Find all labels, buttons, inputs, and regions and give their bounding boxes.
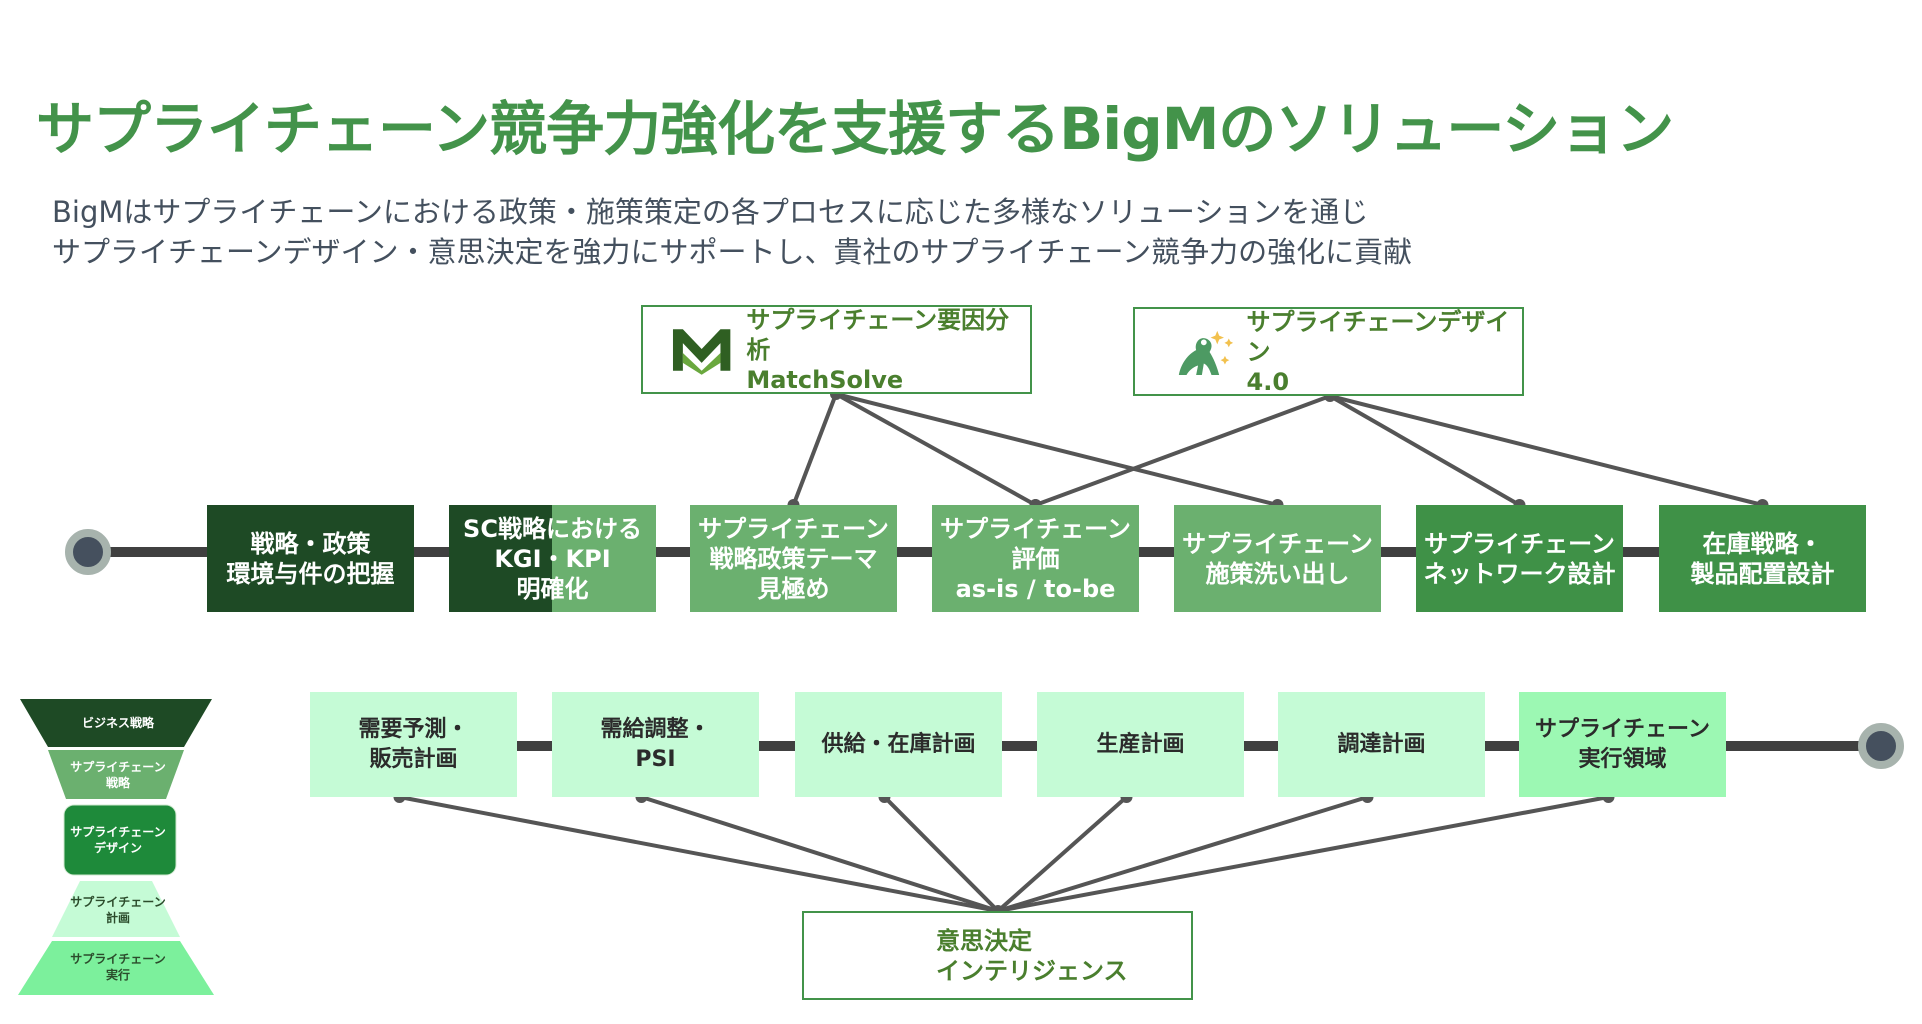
pyramid-label-business-strategy: ビジネス戦略 xyxy=(81,716,154,730)
lower-step-1[interactable]: 需要予測・ 販売計画 xyxy=(310,692,517,797)
decision-intelligence-box[interactable]: 意思決定 インテリジェンス xyxy=(802,911,1193,1000)
pyramid-label-sc-execution: サプライチェーン 実行 xyxy=(70,952,166,982)
decision-line-2: インテリジェンス xyxy=(936,956,1128,985)
lower-step-5[interactable]: 調達計画 xyxy=(1278,692,1485,797)
lower-step-label: 調達計画 xyxy=(1337,731,1426,757)
pyramid-layer-sc-strategy xyxy=(48,750,184,799)
lower-step-6[interactable]: サプライチェーン 実行領域 xyxy=(1519,692,1726,797)
step-split-highlight xyxy=(552,505,656,612)
pyramid-label-sc-planning: サプライチェーン 計画 xyxy=(70,895,166,925)
design40-link-line xyxy=(1329,394,1521,507)
upper-step-label: SC戦略における KGI・KPI 明確化 xyxy=(463,514,642,603)
timeline-end-node xyxy=(1858,723,1904,769)
decision-link-line xyxy=(640,795,999,913)
design40-box[interactable]: サプライチェーンデザイン 4.0 xyxy=(1133,307,1524,396)
decision-link-line xyxy=(883,795,1000,913)
pyramid-layer-sc-execution xyxy=(18,941,214,995)
upper-step-label: サプライチェーン 評価 as-is / to-be xyxy=(940,514,1131,603)
lower-step-label: 需給調整・ PSI xyxy=(600,716,711,772)
lower-step-label: サプライチェーン 実行領域 xyxy=(1535,716,1710,772)
upper-step-label: サプライチェーン 戦略政策テーマ 見極め xyxy=(698,514,889,603)
decision-line-1: 意思決定 xyxy=(936,926,1032,955)
matchsolve-link-line xyxy=(835,392,1278,507)
upper-step-4[interactable]: サプライチェーン 評価 as-is / to-be xyxy=(932,505,1139,612)
decision-link-line xyxy=(399,795,999,913)
matchsolve-name: MatchSolve xyxy=(746,365,904,394)
lower-step-4[interactable]: 生産計画 xyxy=(1037,692,1244,797)
upper-step-3[interactable]: サプライチェーン 戦略政策テーマ 見極め xyxy=(690,505,897,612)
pyramid-layer-sc-planning xyxy=(52,881,180,937)
matchsolve-box[interactable]: サプライチェーン要因分析 MatchSolve xyxy=(641,305,1032,394)
pyramid-label-sc-strategy: サプライチェーン 戦略 xyxy=(70,760,166,790)
upper-step-7[interactable]: 在庫戦略・ 製品配置設計 xyxy=(1659,505,1866,612)
upper-step-1[interactable]: 戦略・政策 環境与件の把握 xyxy=(207,505,414,612)
upper-step-label: 戦略・政策 環境与件の把握 xyxy=(226,529,395,588)
lower-step-label: 供給・在庫計画 xyxy=(821,731,976,757)
subtitle-line-2: サプライチェーンデザイン・意思決定を強力にサポートし、貴社のサプライチェーン競争… xyxy=(52,235,1413,269)
frog-sparkle-logo-icon xyxy=(1178,330,1234,375)
lower-step-label: 需要予測・ 販売計画 xyxy=(358,716,469,772)
upper-step-6[interactable]: サプライチェーン ネットワーク設計 xyxy=(1416,505,1623,612)
pyramid-shapes xyxy=(18,699,214,995)
matchsolve-title: サプライチェーン要因分析 xyxy=(746,305,1010,364)
link-lines xyxy=(393,388,1769,917)
matchsolve-m-logo-icon xyxy=(672,328,731,375)
pyramid-layer-business-strategy xyxy=(20,699,212,747)
page-subtitle: BigMはサプライチェーンにおける政策・施策策定の各プロセスに応じた多様なソリュ… xyxy=(52,192,1412,272)
subtitle-line-1: BigMはサプライチェーンにおける政策・施策策定の各プロセスに応じた多様なソリュ… xyxy=(52,195,1369,229)
pyramid-layer-sc-design xyxy=(63,804,177,876)
lower-step-3[interactable]: 供給・在庫計画 xyxy=(795,692,1002,797)
upper-step-2[interactable]: SC戦略における KGI・KPI 明確化 xyxy=(449,505,656,612)
sc-hierarchy-pyramid: ビジネス戦略 サプライチェーン 戦略 サプライチェーン デザイン サプライチェー… xyxy=(18,697,218,997)
pyramid-label-sc-design: サプライチェーン デザイン xyxy=(70,825,166,855)
design40-link-line xyxy=(1034,394,1331,507)
design40-version: 4.0 xyxy=(1246,367,1290,396)
design40-link-line xyxy=(1329,394,1763,507)
decision-link-line xyxy=(997,795,1369,913)
page-title: サプライチェーン競争力強化を支援するBigMのソリューション xyxy=(36,95,1674,163)
decision-intelligence-label: 意思決定 インテリジェンス xyxy=(936,926,1128,986)
design40-title: サプライチェーンデザイン xyxy=(1246,307,1510,366)
matchsolve-label: サプライチェーン要因分析 MatchSolve xyxy=(746,305,1030,395)
lower-step-label: 生産計画 xyxy=(1096,731,1185,757)
upper-step-5[interactable]: サプライチェーン 施策洗い出し xyxy=(1174,505,1381,612)
decision-link-line xyxy=(997,795,1609,913)
matchsolve-link-line xyxy=(835,392,1037,507)
upper-step-label: サプライチェーン ネットワーク設計 xyxy=(1423,529,1616,588)
matchsolve-link-line xyxy=(791,393,838,506)
upper-step-label: 在庫戦略・ 製品配置設計 xyxy=(1690,529,1835,588)
design40-label: サプライチェーンデザイン 4.0 xyxy=(1247,307,1522,397)
timeline-start-node xyxy=(65,529,111,575)
lower-step-2[interactable]: 需給調整・ PSI xyxy=(552,692,759,797)
decision-link-line xyxy=(996,795,1128,913)
upper-step-label: サプライチェーン 施策洗い出し xyxy=(1182,529,1373,588)
